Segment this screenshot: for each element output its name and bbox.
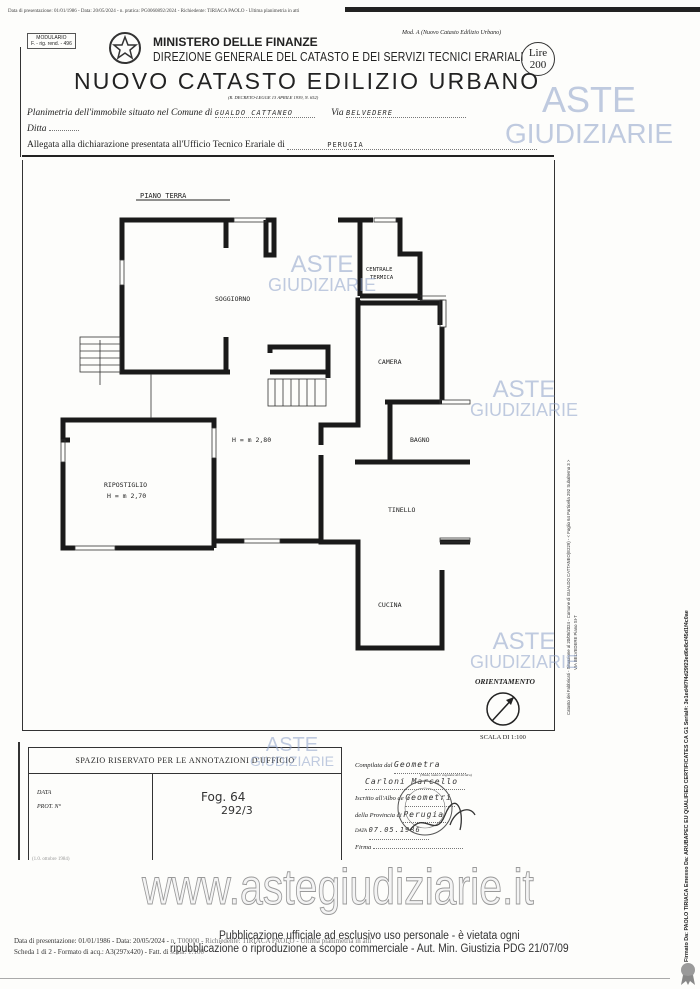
- hall-height: H = m 2,80: [232, 436, 271, 444]
- watermark-giudiziarie: GIUDIZIARIE: [470, 652, 579, 672]
- header-divider: [22, 155, 554, 157]
- aste-watermark-plan: ASTE GIUDIZIARIE: [268, 251, 377, 296]
- aste-watermark-top: ASTE GIUDIZIARIE: [505, 79, 674, 151]
- compiler-data-label: DATA: [355, 829, 367, 834]
- watermark-aste: ASTE: [265, 734, 319, 756]
- compilata-label: Compilata dal: [355, 762, 393, 769]
- modulario-code: F. - rig. rend. - 496: [31, 41, 72, 47]
- firma-label: Firma: [355, 843, 372, 851]
- drawing-frame: [22, 160, 555, 731]
- office-prot-label: PROT. N°: [37, 804, 61, 810]
- notice-line-1: Pubblicazione ufficiale ad esclusivo uso…: [218, 930, 520, 942]
- provenance-line: Data di presentazione: 01/01/1986 - Data…: [8, 9, 300, 14]
- watermark-giudiziarie: GIUDIZIARIE: [470, 400, 579, 420]
- iscritto-label: Iscritto all'Albo de: [355, 795, 404, 802]
- particella-number: 292/3: [221, 804, 253, 817]
- planimetria-row: Planimetria dell'immobile situato nel Co…: [27, 108, 467, 118]
- notice-line-2: ripubblicazione o riproduzione a scopo c…: [170, 943, 569, 955]
- compiler-name: Carloni Marcello: [365, 774, 465, 790]
- ufficio-value: PERUGIA: [287, 141, 538, 150]
- compiler-title-hint: (Titolo, nome e cognome del tecnico): [420, 773, 472, 777]
- left-margin-line: [20, 47, 21, 157]
- decree-reference: (R. DECRETO-LEGGE 13 APRILE 1939, N. 652…: [228, 95, 319, 100]
- ministry-name: MINISTERO DELLE FINANZE: [153, 35, 318, 49]
- footer-provenance: Data di presentazione: 01/01/1986 - Data…: [14, 936, 371, 958]
- compiler-block: Compilata dal Geometra (Titolo, nome e c…: [355, 757, 472, 855]
- watermark-aste: ASTE: [541, 79, 637, 120]
- watermark-aste: ASTE: [492, 376, 556, 403]
- room-soggiorno: SOGGIORNO: [215, 295, 250, 303]
- room-camera: CAMERA: [378, 358, 402, 366]
- room-labels: SOGGIORNO CENTRALE TERMICA CAMERA H = m …: [104, 267, 430, 609]
- via-value: BELVEDERE: [346, 109, 467, 118]
- mod-a-label: Mod. A (Nuovo Catasto Edilizio Urbano): [402, 30, 502, 36]
- watermark-giudiziarie: GIUDIZIARIE: [505, 118, 674, 149]
- room-ripostiglio: RIPOSTIGLIO: [104, 481, 147, 489]
- direzione-title: DIREZIONE GENERALE DEL CATASTO E DEI SER…: [153, 50, 524, 64]
- url-watermark: www.astegiudiziarie.it: [142, 859, 535, 916]
- watermark-giudiziarie: GIUDIZIARIE: [250, 753, 335, 769]
- form-code: (1.0. ottobre 1984): [32, 857, 70, 862]
- catasto-side-text: Catasto dei Fabbricati - Situazione al 2…: [566, 459, 571, 715]
- ditta-label: Ditta: [27, 124, 47, 134]
- aste-watermark-compass: ASTE GIUDIZIARIE: [470, 628, 579, 673]
- walls: [60, 217, 470, 651]
- allegata-label: Allegata alla dichiarazione presentata a…: [27, 140, 285, 150]
- office-heading: SPAZIO RISERVATO PER LE ANNOTAZIONI D'UF…: [29, 748, 341, 774]
- footer-line-2: Scheda 1 di 2 - Formato di acq.: A3(297x…: [14, 948, 204, 956]
- scale-label: SCALA DI 1:100: [480, 734, 526, 741]
- certificate-rosette-icon: [681, 963, 695, 985]
- planimetria-label: Planimetria dell'immobile situato nel Co…: [27, 108, 213, 118]
- stamp-value: 200: [529, 59, 547, 71]
- document-title: NUOVO CATASTO EDILIZIO URBANO: [74, 68, 541, 94]
- via-label: Via: [331, 108, 344, 118]
- stamp-currency: Lire: [528, 47, 548, 59]
- office-annotation-box: SPAZIO RISERVATO PER LE ANNOTAZIONI D'UF…: [28, 747, 342, 860]
- compass-icon: [486, 692, 520, 726]
- compiler-date: 07.05.1986: [368, 823, 429, 840]
- italian-emblem-icon: [109, 32, 141, 64]
- room-centrale-termica-1: CENTRALE: [366, 267, 393, 273]
- watermark-aste: ASTE: [290, 251, 354, 278]
- footer-line-1: Data di presentazione: 01/01/1986 - Data…: [14, 937, 372, 945]
- watermark-aste: ASTE: [492, 628, 556, 655]
- notary-stamp-and-signature: [397, 780, 476, 836]
- scan-edge-bar: [345, 7, 700, 12]
- modulario-box: MODULARIO F. - rig. rend. - 496: [27, 33, 76, 49]
- room-centrale-termica-2: TERMICA: [370, 275, 394, 281]
- windows-and-stairs: [60, 217, 471, 551]
- room-bagno: BAGNO: [410, 436, 430, 444]
- foglio-number: Fog. 64: [201, 790, 246, 804]
- publication-notice: Pubblicazione ufficiale ad esclusivo uso…: [170, 930, 569, 956]
- compiler-title: Geometra: [394, 757, 467, 774]
- floor-title: PIANO TERRA: [140, 192, 187, 200]
- aste-watermark-right: ASTE GIUDIZIARIE: [470, 376, 579, 421]
- allegata-row: Allegata alla dichiarazione presentata a…: [27, 140, 538, 150]
- room-tinello: TINELLO: [388, 506, 415, 514]
- digital-signature-text: Firmato Da: PAOLO TIRIACA Emesso Da: ARU…: [684, 610, 690, 962]
- albo-value: Geometri: [405, 790, 456, 807]
- office-data-label: DATA: [37, 790, 52, 796]
- ditta-row: Ditta: [27, 124, 79, 134]
- comune-value: GUALDO CATTANEO: [214, 109, 315, 118]
- modulario-label: MODULARIO: [36, 35, 67, 41]
- revenue-stamp-circle: Lire 200: [521, 42, 555, 76]
- watermark-giudiziarie: GIUDIZIARIE: [268, 275, 377, 295]
- orientamento-label: ORIENTAMENTO: [475, 677, 535, 686]
- bottom-rule: [0, 978, 670, 979]
- ripostiglio-height: H = m 2,70: [107, 492, 146, 500]
- aste-watermark-office: ASTE GIUDIZIARIE: [250, 734, 335, 769]
- room-cucina: CUCINA: [378, 601, 402, 609]
- provincia-label: della Provincia di: [355, 811, 402, 819]
- provincia-value: Perugia: [403, 807, 449, 823]
